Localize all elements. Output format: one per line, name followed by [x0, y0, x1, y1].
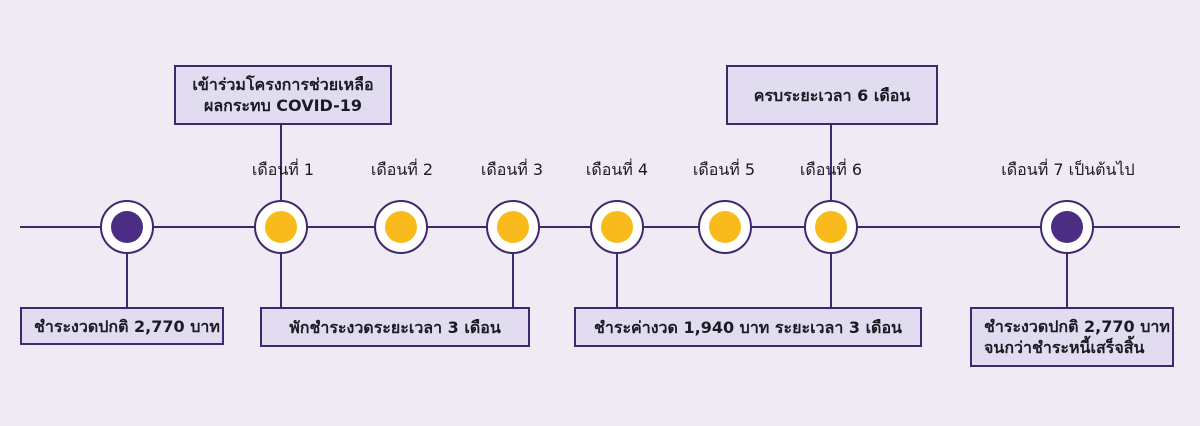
join-program-line-2: ผลกระทบ COVID-19: [203, 96, 363, 115]
purple-dot: [1051, 211, 1083, 243]
pause-payment-box: พักชำระงวดระยะเวลา 3 เดือน: [260, 307, 530, 347]
yellow-dot: [815, 211, 847, 243]
normal-until-line-2: จนกว่าชำระหนี้เสร็จสิ้น: [984, 338, 1145, 357]
yellow-dot: [385, 211, 417, 243]
six-months-box: ครบระยะเวลา 6 เดือน: [726, 65, 938, 125]
join-program-line-1: เข้าร่วมโครงการช่วยเหลือ: [192, 75, 374, 94]
timeline-node-month-6: [804, 200, 858, 254]
yellow-dot: [601, 211, 633, 243]
connector-join: [280, 123, 282, 201]
month-label-4: เดือนที่ 4: [585, 160, 649, 179]
timeline-node-month-2: [374, 200, 428, 254]
month-label-6: เดือนที่ 6: [799, 160, 863, 179]
timeline-node-month-1: [254, 200, 308, 254]
normal-payment-label: ชำระงวดปกติ 2,770 บาท: [34, 316, 220, 336]
connector-normal-until: [1066, 254, 1068, 308]
yellow-dot: [497, 211, 529, 243]
month-label-1: เดือนที่ 1: [251, 160, 315, 179]
timeline-node-month-5: [698, 200, 752, 254]
normal-payment-box: ชำระงวดปกติ 2,770 บาท: [20, 307, 224, 345]
six-months-label: ครบระยะเวลา 6 เดือน: [753, 85, 911, 105]
pause-payment-label: พักชำระงวดระยะเวลา 3 เดือน: [289, 317, 501, 337]
timeline-node-month-4: [590, 200, 644, 254]
join-program-box: เข้าร่วมโครงการช่วยเหลือ ผลกระทบ COVID-1…: [174, 65, 392, 125]
purple-dot: [111, 211, 143, 243]
timeline-node-month-3: [486, 200, 540, 254]
month-label-2: เดือนที่ 2: [370, 160, 434, 179]
connector-pause-start: [280, 254, 282, 308]
connector-pause-end: [512, 254, 514, 308]
normal-until-box: ชำระงวดปกติ 2,770 บาท จนกว่าชำระหนี้เสร็…: [970, 307, 1174, 367]
interest-payment-box: ชำระค่างวด 1,940 บาท ระยะเวลา 3 เดือน: [574, 307, 922, 347]
connector-normal-start: [126, 254, 128, 308]
timeline-node-month-7: [1040, 200, 1094, 254]
connector-six-months: [830, 123, 832, 201]
month-label-3: เดือนที่ 3: [480, 160, 544, 179]
normal-until-line-1: ชำระงวดปกติ 2,770 บาท: [984, 317, 1170, 336]
connector-interest-end: [830, 254, 832, 308]
month-label-5: เดือนที่ 5: [692, 160, 756, 179]
month-label-7: เดือนที่ 7 เป็นต้นไป: [1001, 160, 1135, 179]
interest-payment-label: ชำระค่างวด 1,940 บาท ระยะเวลา 3 เดือน: [594, 317, 902, 337]
connector-interest-start: [616, 254, 618, 308]
yellow-dot: [709, 211, 741, 243]
yellow-dot: [265, 211, 297, 243]
timeline-node-start: [100, 200, 154, 254]
